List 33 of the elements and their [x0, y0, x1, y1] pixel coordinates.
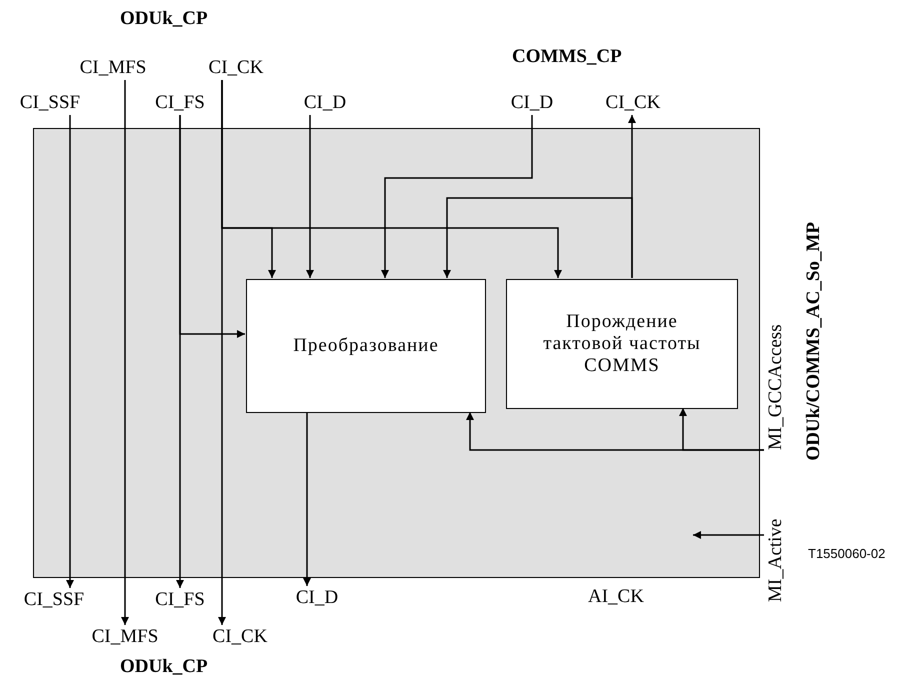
arrow [66, 115, 74, 588]
port-label: CI_FS [145, 91, 215, 115]
port-label: CI_FS [145, 588, 215, 612]
port-label: CI_MFS [80, 625, 170, 649]
port-label: CI_CK [198, 56, 274, 80]
process-box: Порождение тактовой частоты COMMS [506, 279, 738, 409]
port-label: MI_GCCAccess [764, 300, 788, 475]
port-label: CI_D [292, 91, 358, 115]
port-label: CI_CK [202, 625, 278, 649]
arrow [306, 115, 314, 278]
figure-number: T1550060-02 [808, 546, 886, 561]
group-heading: ODUk_CP [120, 656, 208, 678]
arrow [221, 80, 562, 278]
port-label: CI_MFS [68, 56, 158, 80]
group-heading: ODUk_CP [120, 8, 208, 30]
group-heading: COMMS_CP [512, 46, 622, 68]
arrow [443, 197, 633, 278]
arrow [179, 115, 245, 338]
signal-label: AI_CK [588, 586, 644, 608]
port-label: CI_D [284, 586, 350, 610]
function-block [33, 128, 760, 578]
port-label: CI_D [500, 91, 564, 115]
group-heading: ODUk/COMMS_AC_So_MP [803, 222, 825, 461]
port-label: MI_Active [764, 505, 788, 615]
port-label: CI_SSF [12, 588, 96, 612]
arrow [303, 412, 311, 586]
arrow [679, 408, 764, 451]
port-label: CI_SSF [8, 91, 92, 115]
arrow [381, 115, 533, 278]
arrow [121, 80, 129, 625]
arrow [693, 531, 764, 539]
process-box: Преобразование [246, 279, 486, 413]
port-label: CI_CK [596, 91, 670, 115]
